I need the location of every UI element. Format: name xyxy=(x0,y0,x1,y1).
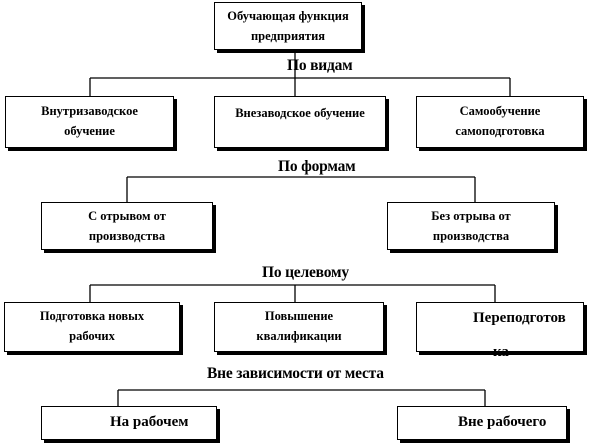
retraining-label-part1: Переподготов xyxy=(473,310,566,326)
self-training-box: Самообучение самоподготовка xyxy=(416,96,584,148)
retraining-label-part2: ка xyxy=(493,344,509,360)
off-work-label: Вне рабочего xyxy=(458,414,547,430)
new-workers-label: Подготовка новых рабочих xyxy=(39,309,145,343)
root-label: Обучающая функция предприятия xyxy=(227,9,349,43)
on-the-job-box: Без отрыва от производства xyxy=(387,202,555,250)
off-the-job-label: С отрывом от производства xyxy=(88,209,166,243)
new-workers-box: Подготовка новых рабочих xyxy=(4,302,180,352)
qualification-box: Повышение квалификации xyxy=(214,302,384,352)
self-training-label: Самообучение самоподготовка xyxy=(455,104,545,138)
internal-training-box: Внутризаводское обучение xyxy=(5,96,174,148)
off-the-job-box: С отрывом от производства xyxy=(41,202,213,250)
at-work-label: На рабочем xyxy=(110,414,189,430)
at-work-box: На рабочем xyxy=(41,406,217,440)
external-training-label: Внезаводское обучение xyxy=(235,106,365,120)
off-work-box: Вне рабочего xyxy=(397,406,567,440)
external-training-box: Внезаводское обучение xyxy=(214,96,386,148)
internal-training-label: Внутризаводское обучение xyxy=(41,104,138,138)
section-title-types: По видам xyxy=(287,57,353,74)
section-title-forms: По формам xyxy=(278,158,356,175)
on-the-job-label: Без отрыва от производства xyxy=(431,209,511,243)
qualification-label: Повышение квалификации xyxy=(256,309,342,343)
root-box: Обучающая функция предприятия xyxy=(214,2,362,50)
section-title-place: Вне зависимости от места xyxy=(207,365,384,382)
section-title-goal: По целевому xyxy=(262,264,349,281)
retraining-box: Переподготов ка xyxy=(416,302,584,360)
